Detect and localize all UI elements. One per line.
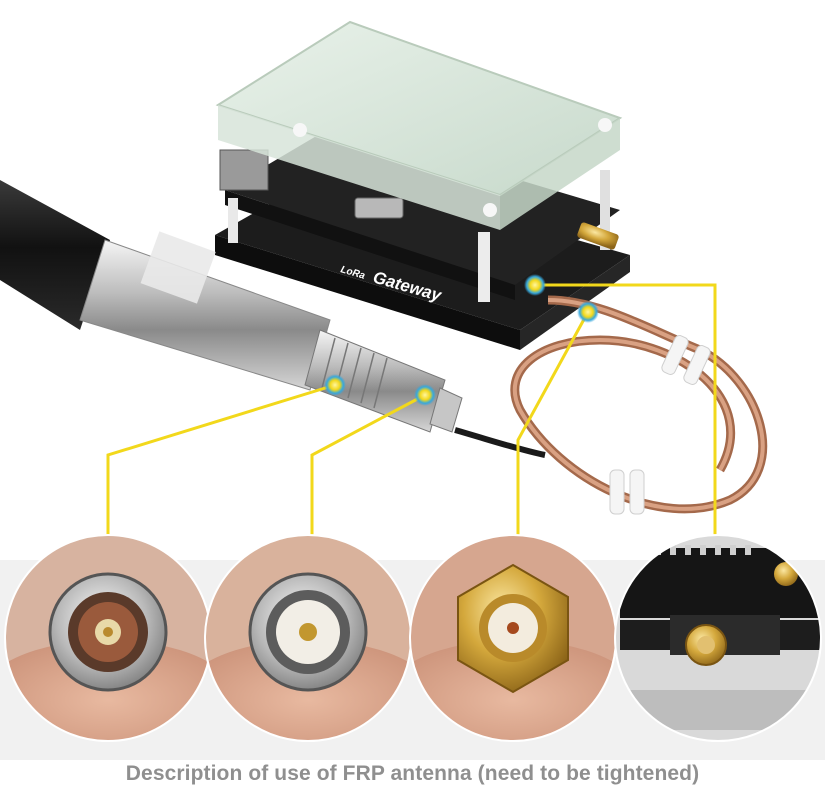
frp-antenna [0, 180, 463, 433]
callout-lines [106, 283, 717, 540]
image-caption: Description of use of FRP antenna (need … [125, 762, 700, 785]
detail-pcb-sma-jack [615, 535, 821, 741]
gateway-device: LoRa Gateway [215, 20, 630, 350]
callout-markers [324, 274, 599, 406]
rf-pigtail-cable [454, 295, 768, 515]
